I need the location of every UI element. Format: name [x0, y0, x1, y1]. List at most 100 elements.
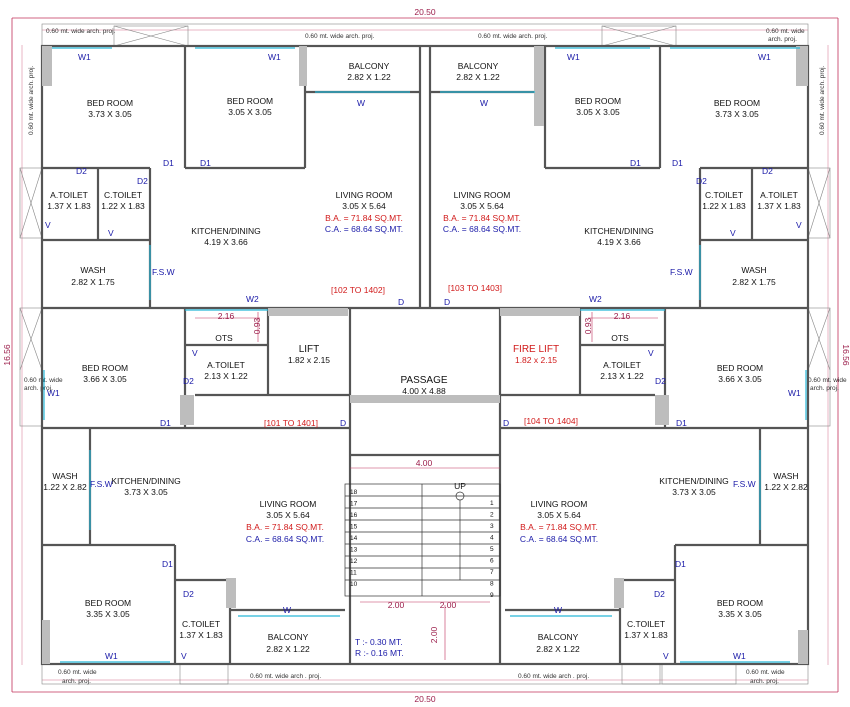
room-size: 3.05 X 5.64 [537, 510, 581, 520]
ots-width-dim: 2.16 [614, 311, 631, 321]
door-tag: D2 [762, 166, 773, 176]
window-tag: W1 [758, 52, 771, 62]
vent-tag: V [108, 228, 114, 238]
built-area: B.A. = 71.84 SQ.MT. [325, 213, 403, 223]
room-size: 1.22 X 1.83 [101, 201, 145, 211]
staircase [344, 483, 501, 597]
fsw-tag: F.S.W [670, 267, 693, 277]
room-name: C.TOILET [705, 190, 743, 200]
window-tag: W [357, 98, 365, 108]
ots-width-dim: 2.16 [218, 311, 235, 321]
door-tag: D2 [655, 376, 666, 386]
flat-range: [103 TO 1403] [448, 283, 502, 293]
room-size: 4.19 X 3.66 [204, 237, 248, 247]
room-size: 4.00 X 4.88 [402, 386, 446, 396]
passage-width-dim: 4.00 [416, 458, 433, 468]
room-size: 3.05 X 3.05 [576, 107, 620, 117]
room-size: 2.82 X 1.22 [536, 644, 580, 654]
room-name: WASH [773, 471, 798, 481]
ots-label: OTS [215, 333, 233, 343]
window-tag: W1 [78, 52, 91, 62]
vent-tag: V [648, 348, 654, 358]
flat-range: [101 TO 1401] [264, 418, 318, 428]
stair-step-number: 13 [350, 547, 358, 554]
room-name: BALCONY [538, 632, 579, 642]
proj-note: 0.60 mt. wide [808, 377, 847, 384]
room-size: 3.73 X 3.05 [672, 487, 716, 497]
door-tag: D1 [163, 158, 174, 168]
room-size: 1.37 X 1.83 [179, 630, 223, 640]
room-name: LIFT [299, 344, 320, 355]
built-area: B.A. = 71.84 SQ.MT. [520, 522, 598, 532]
room-size: 3.73 X 3.05 [715, 109, 759, 119]
stair-step-number: 1 [490, 500, 494, 507]
room-name: A.TOILET [207, 360, 245, 370]
proj-note: 0.60 mt. wide arch. proj. [478, 33, 548, 40]
proj-note: 0.60 mt. wide [58, 669, 97, 676]
room-name: BED ROOM [87, 98, 133, 108]
stair-step-number: 4 [490, 535, 494, 542]
room-size: 3.05 X 5.64 [460, 201, 504, 211]
door-tag: D2 [654, 589, 665, 599]
room-name: C.TOILET [104, 190, 142, 200]
door-tag: D2 [137, 176, 148, 186]
stair-step-number: 18 [350, 489, 358, 496]
stair-step-number: 14 [350, 535, 358, 542]
stair-depth-dim: 2.00 [429, 626, 439, 643]
carpet-area: C.A. = 68.64 SQ.MT. [246, 534, 324, 544]
room-size: 3.05 X 3.05 [228, 107, 272, 117]
window-tag: W [480, 98, 488, 108]
proj-note: 0.60 mt. wide arch. proj. [819, 65, 826, 135]
window-tag: W1 [788, 388, 801, 398]
room-name: WASH [80, 265, 105, 275]
ots-height-dim: 0.93 [583, 317, 593, 334]
room-name: BALCONY [458, 61, 499, 71]
room-name: BED ROOM [575, 96, 621, 106]
door-tag: D1 [675, 559, 686, 569]
door-tag: D2 [183, 376, 194, 386]
room-name: LIVING ROOM [531, 499, 588, 509]
window-tag: W1 [105, 651, 118, 661]
carpet-area: C.A. = 68.64 SQ.MT. [443, 224, 521, 234]
door-tag: D2 [696, 176, 707, 186]
bottom-width-dim: 20.50 [414, 694, 436, 704]
room-size: 3.05 X 5.64 [266, 510, 310, 520]
proj-note: 0.60 mt. wide arch. proj. [28, 65, 35, 135]
door-tag: D [340, 418, 346, 428]
dimension-lines [11, 17, 839, 693]
room-size: 3.35 X 3.05 [718, 609, 762, 619]
room-name: BED ROOM [717, 598, 763, 608]
left-height-dim: 16.56 [2, 344, 12, 366]
room-size: 3.66 X 3.05 [718, 374, 762, 384]
room-name: LIVING ROOM [336, 190, 393, 200]
room-size: 4.19 X 3.66 [597, 237, 641, 247]
proj-note: arch. proj. [750, 678, 779, 685]
proj-note: arch. proj. [62, 678, 91, 685]
stair-up-label: UP [454, 481, 466, 491]
room-size: 2.82 X 1.22 [456, 72, 500, 82]
room-size: 1.37 X 1.83 [757, 201, 801, 211]
window-tag: W2 [246, 294, 259, 304]
proj-note: arch. proj. [810, 385, 839, 392]
proj-note: 0.60 mt. wide arch . proj. [518, 673, 589, 680]
room-name: FIRE LIFT [513, 344, 559, 355]
windows [43, 47, 807, 663]
room-size: 2.82 X 1.75 [732, 277, 776, 287]
room-size: 3.05 X 5.64 [342, 201, 386, 211]
fsw-tag: F.S.W [733, 479, 756, 489]
room-name: BALCONY [349, 61, 390, 71]
room-name: KITCHEN/DINING [111, 476, 180, 486]
window-tag: W1 [47, 388, 60, 398]
room-name: PASSAGE [400, 375, 447, 386]
room-name: A.TOILET [603, 360, 641, 370]
vent-tag: V [45, 220, 51, 230]
ots-height-dim: 0.93 [252, 317, 262, 334]
columns [42, 46, 808, 664]
opening-tags: W1 W1 W W W1 W1 D1 D1 D2 D2 D1 D1 D2 D2 … [45, 52, 802, 661]
stair-step-number: 10 [350, 581, 358, 588]
stair-tread-note: T :- 0.30 MT. [355, 637, 403, 647]
door-tag: D1 [162, 559, 173, 569]
room-size: 2.13 X 1.22 [204, 371, 248, 381]
